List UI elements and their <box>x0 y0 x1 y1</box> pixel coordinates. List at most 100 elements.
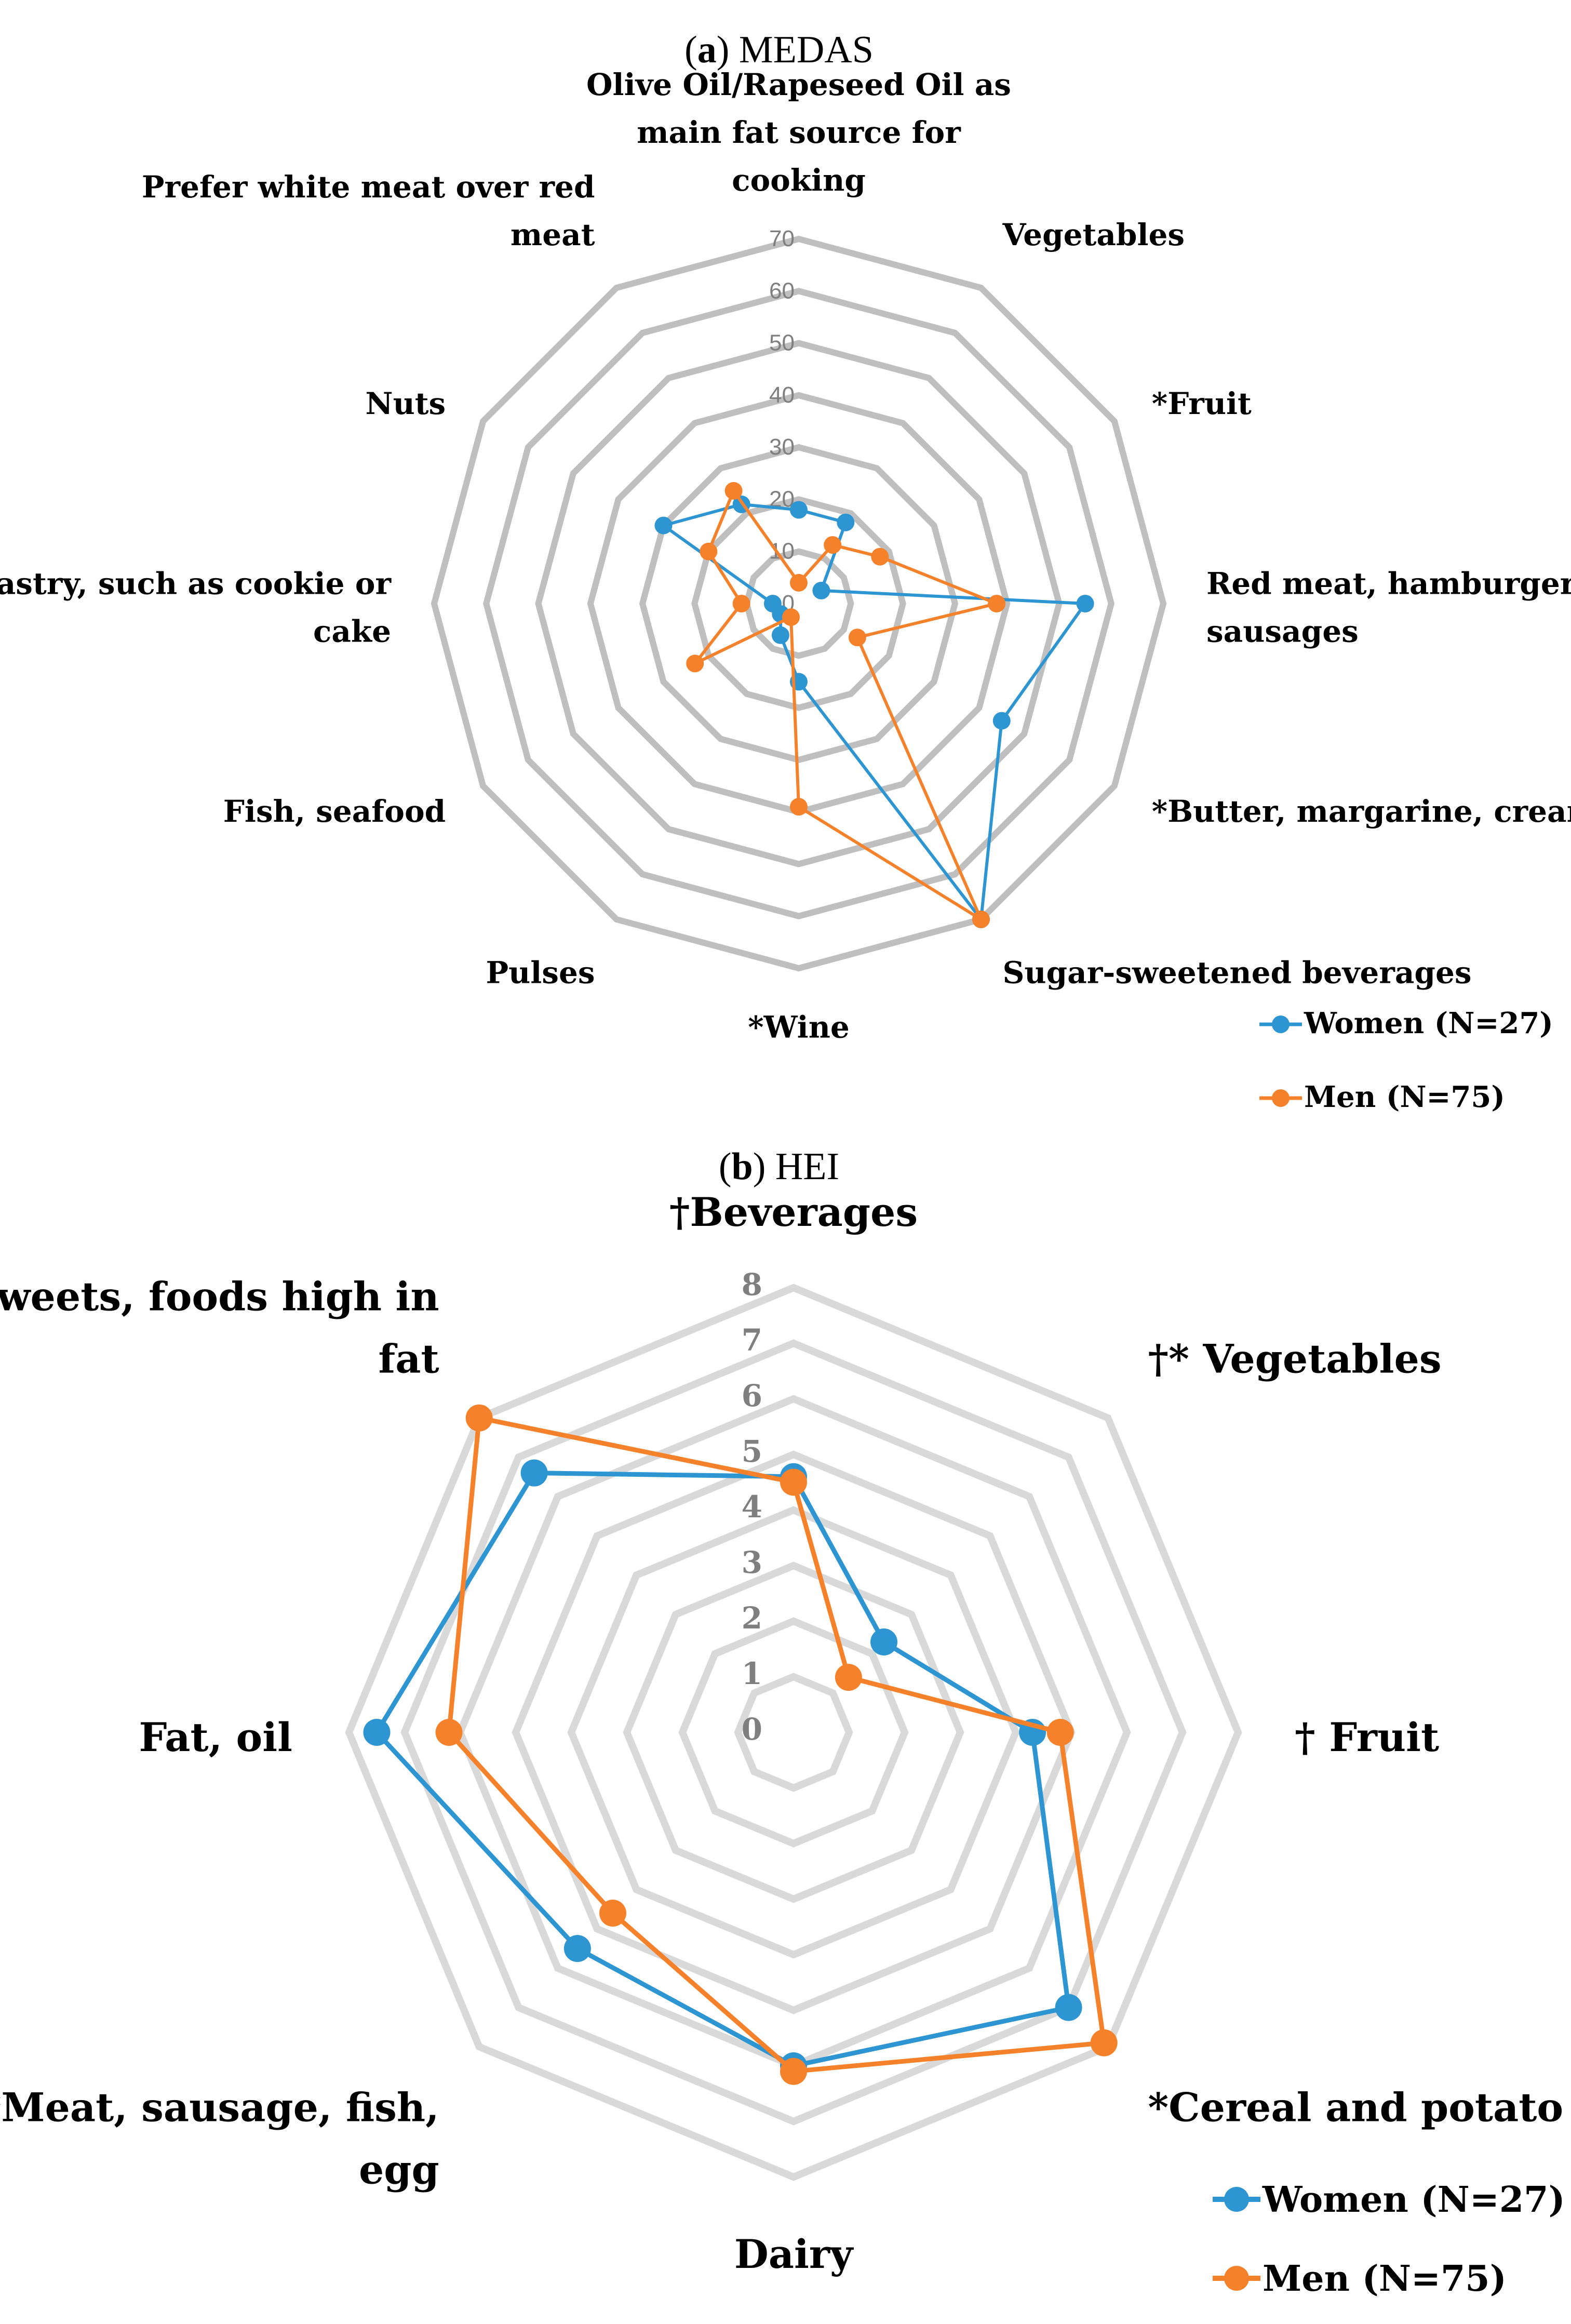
axis-label-butter-margarine-cream: *Butter, margarine, cream <box>1152 794 1571 829</box>
grid-ring <box>567 1506 1020 1959</box>
axis-label-fat-oil: Fat, oil <box>139 1714 292 1760</box>
data-point-cereal-and-potato <box>1090 2029 1118 2056</box>
legend-label: Men (N=75) <box>1304 1080 1505 1114</box>
data-point-red-meat-hamburger-sausages <box>1076 595 1094 612</box>
data-point-olive-oil-rapeseed-oil-as-main-fat-source-for-cooking <box>790 501 808 519</box>
tick-label: 30 <box>769 434 795 460</box>
data-point-sweets-foods-high-in-fat <box>465 1404 493 1432</box>
data-point-olive-oil-rapeseed-oil-as-main-fat-source-for-cooking <box>790 573 808 592</box>
tick-label: 50 <box>769 330 795 356</box>
data-point-butter-margarine-cream <box>992 712 1011 730</box>
data-point-pastry-such-as-cookie-or-cake <box>763 595 782 612</box>
data-point-fruit <box>812 581 830 599</box>
axis-label-vegetables: †* Vegetables <box>1148 1336 1441 1382</box>
axis-label-beverages: †Beverages <box>669 1189 918 1235</box>
series-line <box>693 489 999 921</box>
series-women-n-27 <box>363 1459 1082 2079</box>
grid-ring <box>587 392 1011 816</box>
tick-label: 70 <box>769 226 795 251</box>
data-point-vegetables <box>837 513 855 531</box>
grid-ring <box>345 1284 1242 2181</box>
axis-label-nuts: Nuts <box>366 386 446 421</box>
series-men-n-75 <box>686 482 1006 928</box>
panel-title: (b) HEI <box>719 1145 839 1188</box>
panel-letter: a <box>697 29 717 71</box>
data-point-fruit <box>1046 1719 1074 1746</box>
grid-rings <box>431 235 1167 972</box>
data-point-fat-oil <box>435 1719 463 1746</box>
legend-swatch-marker <box>1224 2187 1249 2212</box>
axis-labels: †Beverages †* Vegetables † Fruit *Cereal an… <box>0 1189 1563 2277</box>
panel-letter: b <box>732 1145 753 1188</box>
axis-label-wine: *Wine <box>748 1010 850 1045</box>
series-men-n-75 <box>435 1404 1118 2085</box>
grid-ring <box>400 1339 1187 2126</box>
data-point-fish-seafood <box>686 655 704 673</box>
axis-label-cereal-and-potato: *Cereal and potato <box>1148 2084 1563 2130</box>
data-point-prefer-white-meat-over-red-meat <box>724 482 743 500</box>
tick-label: 6 <box>742 1378 762 1413</box>
grid-ring <box>734 1673 853 1792</box>
legend-label: Women (N=27) <box>1262 2179 1565 2221</box>
axis-label-vegetables: Vegetables <box>1002 217 1185 252</box>
grid-ring <box>431 235 1167 972</box>
tick-label: 7 <box>742 1323 762 1358</box>
legend-item-men-n-75: Men (N=75) <box>1213 2258 1507 2300</box>
data-point-nuts <box>700 542 718 560</box>
legend-label: Men (N=75) <box>1263 2258 1507 2300</box>
axis-label-fish-seafood: Fish, seafood <box>223 794 446 829</box>
data-point-fruit <box>871 547 889 566</box>
data-point-cereal-and-potato <box>1055 1994 1082 2021</box>
data-point-red-meat-hamburger-sausages <box>988 595 1006 612</box>
axis-label-meat-sausage-fish-egg: *Meat, sausage, fish,egg <box>0 2084 439 2193</box>
series-line <box>662 502 1087 921</box>
tick-label: 60 <box>769 278 795 303</box>
data-point-sweets-foods-high-in-fat <box>520 1459 548 1487</box>
axis-label-dairy: Dairy <box>734 2231 854 2277</box>
tick-labels: 0 1 2 3 4 5 6 7 8 <box>742 1267 762 1747</box>
axis-label-fruit: *Fruit <box>1152 386 1252 421</box>
axis-label-fruit: † Fruit <box>1295 1714 1439 1760</box>
tick-label: 0 <box>742 1712 762 1747</box>
tick-label: 1 <box>742 1656 762 1691</box>
legend-item-men-n-75: Men (N=75) <box>1259 1080 1505 1114</box>
grid-ring <box>483 288 1115 919</box>
tick-label: 8 <box>742 1267 762 1302</box>
tick-label: 40 <box>769 382 795 408</box>
data-point-wine <box>790 798 808 816</box>
data-point-fat-oil <box>363 1719 391 1746</box>
axis-label-pulses: Pulses <box>486 955 595 990</box>
grid-rings <box>345 1284 1242 2181</box>
panel-title: (a) MEDAS <box>684 29 874 71</box>
data-point-sugar-sweetened-beverages <box>972 910 990 928</box>
data-point-pastry-such-as-cookie-or-cake <box>732 595 750 612</box>
legend-item-women-n-27: Women (N=27) <box>1213 2179 1565 2221</box>
grid-ring <box>535 340 1063 867</box>
data-point-dairy <box>780 2058 807 2085</box>
grid-ring <box>743 548 854 659</box>
data-point-butter-margarine-cream <box>848 629 866 647</box>
grid-ring <box>623 1561 964 1903</box>
legend-swatch-marker <box>1224 2266 1249 2291</box>
data-point-meat-sausage-fish-egg <box>599 1900 626 1927</box>
legend-label: Women (N=27) <box>1304 1006 1553 1040</box>
tick-label: 4 <box>742 1489 762 1525</box>
axis-label-sugar-sweetened-beverages: Sugar-sweetened beverages <box>1003 955 1472 990</box>
legend-item-women-n-27: Women (N=27) <box>1259 1006 1553 1040</box>
tick-label: 3 <box>742 1545 762 1580</box>
tick-label: 5 <box>742 1434 762 1469</box>
grid-ring <box>639 444 959 764</box>
tick-label: 2 <box>742 1600 762 1636</box>
grid-ring <box>678 1617 909 1848</box>
data-point-vegetables <box>870 1628 897 1655</box>
data-point-vegetables <box>824 536 842 554</box>
data-point-beverages <box>780 1468 807 1496</box>
